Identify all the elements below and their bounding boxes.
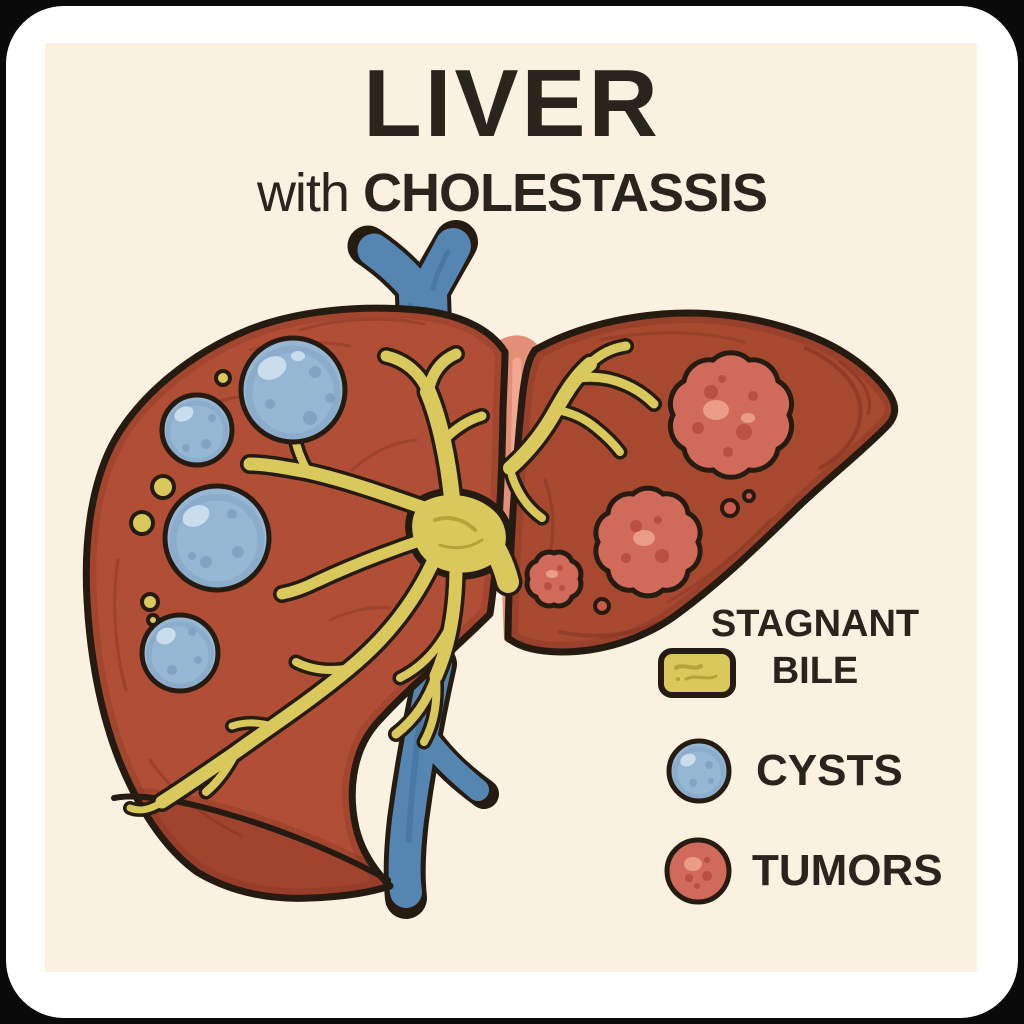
cyst bbox=[162, 483, 272, 593]
stagnant-bile-swatch-icon bbox=[658, 648, 736, 698]
subtitle-prefix: with bbox=[256, 163, 350, 223]
tumor bbox=[524, 549, 584, 609]
tumors-group bbox=[524, 350, 795, 615]
cyst-swatch-icon bbox=[666, 738, 732, 804]
tumor bbox=[667, 350, 795, 480]
hepatic-vessel-bottom bbox=[405, 664, 484, 898]
legend-label-cysts: CYSTS bbox=[756, 746, 903, 795]
bile-droplets bbox=[129, 369, 232, 627]
page-title: LIVER bbox=[363, 50, 661, 157]
page-subtitle: with CHOLESTASSIS bbox=[0, 166, 1024, 220]
cyst bbox=[238, 335, 348, 445]
subtitle-main: CHOLESTASSIS bbox=[362, 163, 768, 223]
cyst bbox=[139, 612, 221, 694]
bile-duct-tree bbox=[130, 346, 654, 810]
legend-label-stagnant-bile: STAGNANT BILE bbox=[710, 603, 920, 692]
title-block: LIVER with CHOLESTASSIS bbox=[0, 50, 1024, 221]
cysts-group bbox=[129, 335, 348, 694]
tumor-dots bbox=[593, 489, 756, 615]
legend-label-tumors: TUMORS bbox=[752, 846, 943, 895]
cyst bbox=[159, 392, 235, 468]
tumor bbox=[593, 485, 703, 599]
tumor-swatch-icon bbox=[664, 837, 732, 905]
